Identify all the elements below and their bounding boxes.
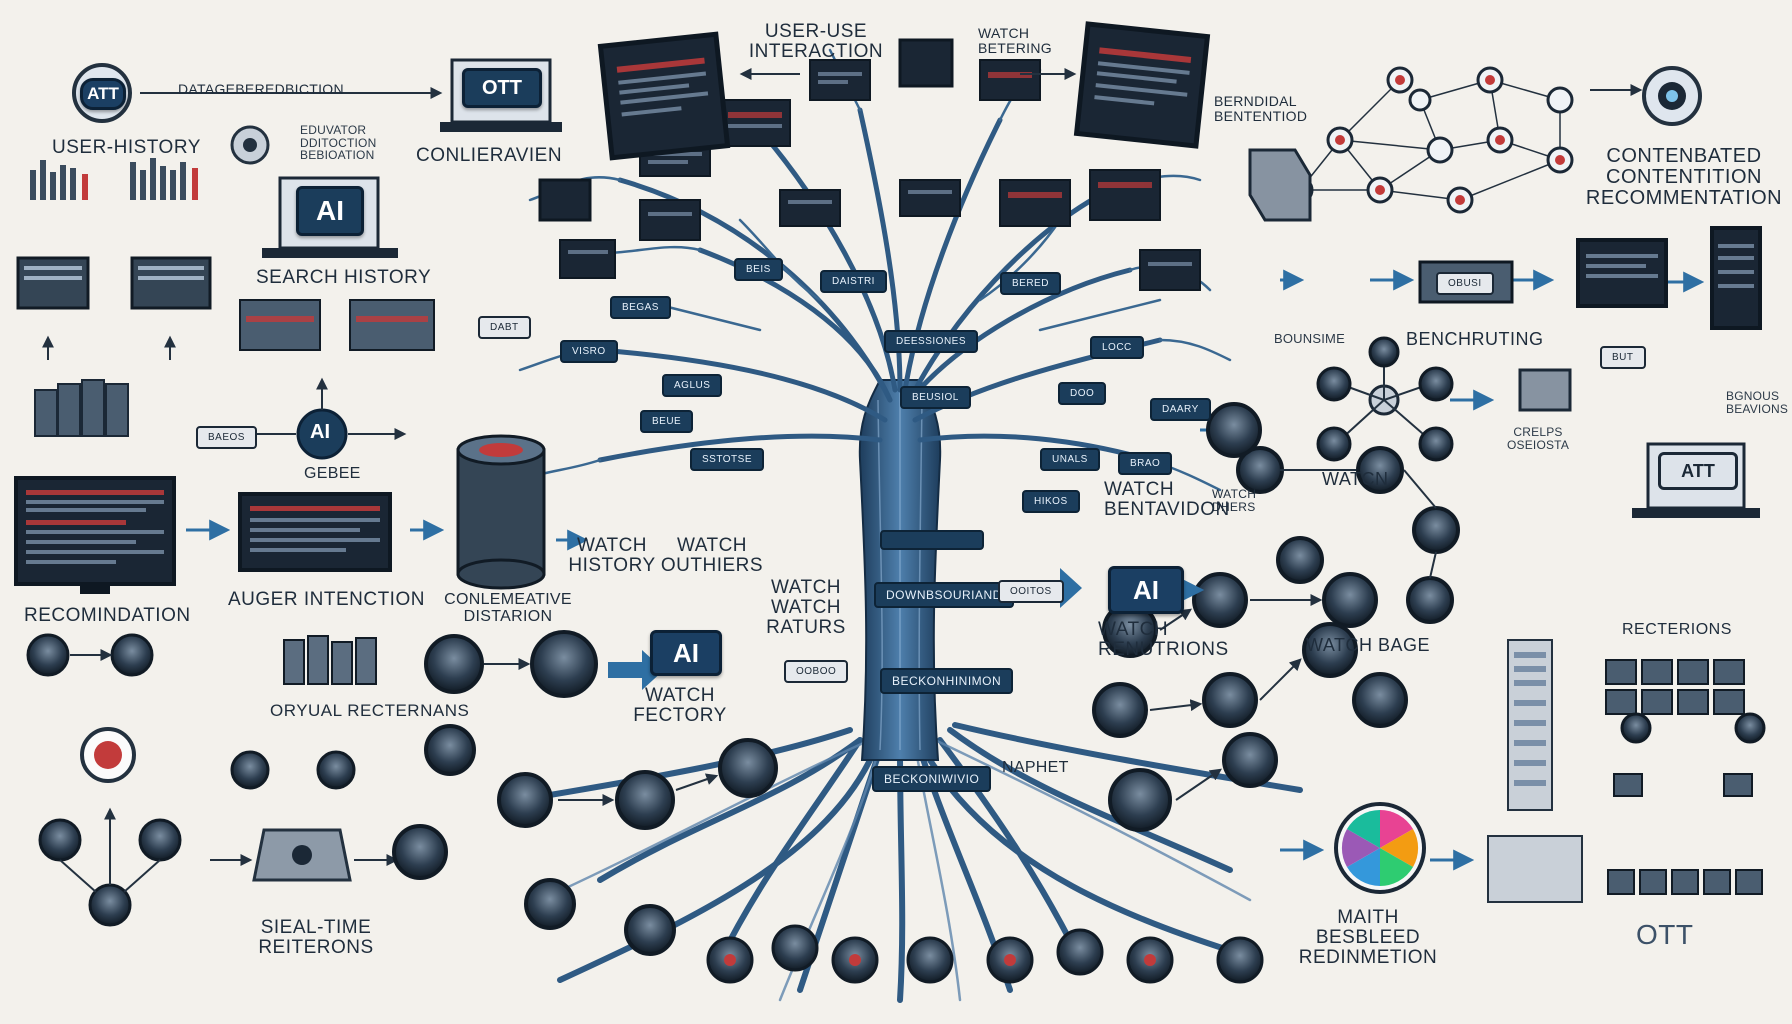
label-content-recommendation: CONTENBATED CONTENTITION RECOMMENTATION <box>1585 145 1783 209</box>
label-ott-bottom: OTT <box>1636 919 1694 950</box>
branch-chip-12: DAARY <box>1150 398 1211 421</box>
ott-badge-top: OTT <box>462 68 542 108</box>
branch-chip-11: BEGAS <box>610 296 671 319</box>
database-icon <box>456 434 546 590</box>
label-crelps-oseiosta: CRELPS OSEIOSTA <box>1506 425 1570 452</box>
trunk-band-top <box>880 530 984 550</box>
side-chip-1: BAEOS <box>196 426 257 449</box>
top-monitors <box>538 21 1211 222</box>
side-chip-5: OBUSI <box>1436 272 1494 295</box>
label-conlieravien: CONLIERAVIEN <box>416 145 563 166</box>
branch-chip-4: AGLUS <box>662 374 723 397</box>
branch-chip-6: BERED <box>1000 272 1061 295</box>
label-dataset-redistribution: DATAGEBEREDBICTION <box>178 81 344 97</box>
trunk-band-2: BECKONHINIMON <box>880 668 1014 694</box>
pie-chart-icon <box>1334 802 1426 894</box>
label-recetions: RECTERIONS <box>1622 621 1732 638</box>
branch-chip-7: BEIS <box>734 258 783 281</box>
right-network <box>1206 66 1762 462</box>
label-bounsime: BOUNSIME <box>1274 331 1345 346</box>
branch-chip-8: BRAO <box>1118 452 1173 475</box>
label-watch-fectory: WATCH FECTORY <box>633 685 727 726</box>
center-right-discs <box>1092 446 1460 832</box>
label-gebee: GEBEE <box>304 465 361 482</box>
branch-screens <box>559 59 1201 291</box>
side-chip-2: DABT <box>478 316 531 339</box>
branch-chip-16: LOCC <box>1090 336 1144 359</box>
label-recomindation: RECOMINDATION <box>24 605 191 626</box>
label-watch-center: WATCN <box>1322 469 1389 489</box>
label-education-distribution: EDUVATOR DDITOCTION BEBIOATION <box>300 123 377 163</box>
label-user-use-interaction: USER-USE INTERACTION <box>748 21 884 62</box>
label-user-history: USER-HISTORY <box>52 137 201 158</box>
side-chip-3: OOITOS <box>998 580 1064 603</box>
left-lower-nodes <box>26 633 399 927</box>
label-watch-others: WATCH DHERS <box>1212 487 1257 514</box>
label-watch-base: WATCH BAGE <box>1306 635 1431 655</box>
branch-chip-10: HIKOS <box>1022 490 1080 513</box>
label-watch-renutrions: WATCH RENUTRIONS <box>1098 619 1229 660</box>
label-bgnous-beavions: BGNOUS BEAVIONS <box>1726 389 1789 416</box>
left-section-shapes <box>14 58 589 927</box>
label-conlemeative-distarion: CONLEMEATIVE DISTARION <box>444 591 572 625</box>
center-left-discs <box>392 630 778 956</box>
branch-chip-14: UNALS <box>1040 448 1100 471</box>
side-chip-4: OOBOO <box>784 660 849 683</box>
label-matth-recommendation: MAITH BESBLEED REDINMETION <box>1298 907 1438 968</box>
ai-badge-center: AI <box>650 630 722 676</box>
label-bernidal-bentention: BERNDIDAL BENTENTIOD <box>1214 93 1308 124</box>
ai-badge-left: AI <box>296 186 364 236</box>
label-watch-bentavidon: WATCH BENTAVIDON <box>1104 479 1230 520</box>
branch-chip-9: SSTOTSE <box>690 448 764 471</box>
trunk-band-3: BECKONIWIVIO <box>872 766 992 792</box>
label-watch-watch-ratures: WATCH WATCH RATURS <box>766 577 846 638</box>
trunk-band-1: DOWNBSOURIAND <box>874 582 1014 608</box>
ai-circle-label: AI <box>310 421 330 443</box>
branch-chip-15: VISRO <box>560 340 618 363</box>
label-naphet: NAPHET <box>1002 759 1069 776</box>
label-auger-interaction: AUGER INTENCTION <box>228 589 425 610</box>
label-real-time-reaction: SIEAL-TIME REITERONS <box>258 917 374 958</box>
branch-chip-13: BEUE <box>640 410 694 433</box>
label-oryual-recternans: ORYUAL RECTERNANS <box>270 701 470 720</box>
branch-chip-1: DEESSIONES <box>884 330 979 353</box>
far-right-section <box>1487 442 1766 903</box>
label-benchruting: BENCHRUTING <box>1406 329 1544 349</box>
att-badge-top: ATT <box>80 78 126 110</box>
branch-chip-3: DOO <box>1058 382 1107 405</box>
side-chip-6: BUT <box>1600 346 1646 369</box>
label-search-history: SEARCH HISTORY <box>256 267 432 288</box>
bottom-row-discs <box>706 924 1264 984</box>
att-badge-right: ATT <box>1658 452 1738 490</box>
label-watch-outliers: WATCH OUTHIERS <box>660 535 764 576</box>
label-watch-betering: WATCH BETERING <box>978 25 1052 56</box>
branch-chip-5: DAISTRI <box>820 270 887 293</box>
branch-chip-2: BEUSIOL <box>900 386 971 409</box>
ai-badge-right: AI <box>1108 566 1184 614</box>
label-watch-history: WATCH HISTORY <box>568 535 656 576</box>
